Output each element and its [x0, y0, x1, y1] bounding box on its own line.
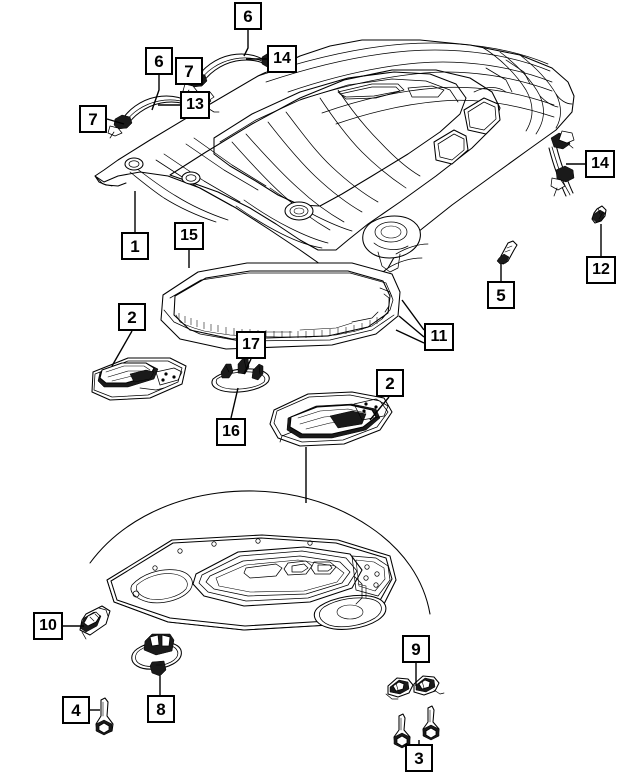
visor-clip: [211, 356, 270, 393]
callout-10[interactable]: 10: [33, 612, 63, 640]
callout-2-right[interactable]: 2: [376, 369, 404, 397]
coat-hook-8: [131, 633, 182, 677]
callout-14-right[interactable]: 14: [585, 150, 615, 178]
assist-handle-right: [548, 130, 575, 197]
callout-7-upper[interactable]: 7: [175, 57, 203, 85]
clip-pair-9: [385, 675, 445, 700]
sun-visor-right: [269, 391, 393, 447]
detail-magnifier-arc: [89, 490, 431, 615]
callout-16[interactable]: 16: [216, 418, 246, 446]
headliner-assembly: [94, 39, 575, 281]
overhead-console-detail: [106, 534, 397, 631]
callout-6-top[interactable]: 6: [234, 2, 262, 30]
retainer-clip-10: [79, 605, 111, 640]
callout-11[interactable]: 11: [424, 323, 454, 351]
callout-9[interactable]: 9: [402, 635, 430, 663]
callout-17[interactable]: 17: [236, 331, 266, 359]
callout-1[interactable]: 1: [121, 232, 149, 260]
sunroof-trim-ring: [160, 262, 401, 350]
clip-12: [591, 205, 607, 224]
screws-3: [393, 705, 440, 749]
callout-5[interactable]: 5: [487, 281, 515, 309]
callout-2-left[interactable]: 2: [118, 303, 146, 331]
callout-12[interactable]: 12: [586, 256, 616, 284]
callout-3[interactable]: 3: [405, 744, 433, 772]
callout-13[interactable]: 13: [180, 91, 210, 119]
callout-15[interactable]: 15: [174, 222, 204, 250]
callout-6-left[interactable]: 6: [145, 47, 173, 75]
callout-14-top[interactable]: 14: [267, 45, 297, 73]
callout-4[interactable]: 4: [62, 696, 90, 724]
screw-5: [496, 240, 518, 265]
callout-8[interactable]: 8: [147, 695, 175, 723]
push-pin-4: [95, 697, 114, 736]
callout-7-lower[interactable]: 7: [79, 105, 107, 133]
sun-visor-left: [91, 357, 187, 401]
